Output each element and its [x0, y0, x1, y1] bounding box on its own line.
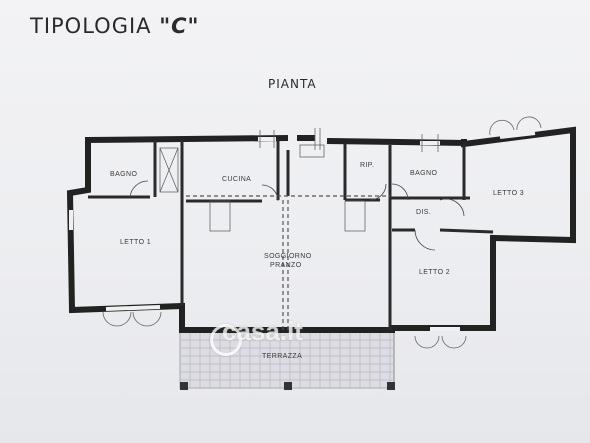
room-terrazza-label: TERRAZZA [262, 353, 302, 360]
room-cucina-label: CUCINA [222, 176, 251, 183]
room-letto3-label: LETTO 3 [493, 190, 524, 197]
room-bagno-right-label: BAGNO [410, 170, 437, 177]
room-dis-label: DIS. [416, 209, 431, 216]
room-pranzo-label: PRANZO [270, 262, 302, 269]
interior-walls [88, 140, 494, 330]
room-bagno-left-label: BAGNO [110, 171, 137, 178]
plan-label: PIANTA [268, 77, 317, 91]
watermark: casa.it [222, 316, 303, 346]
room-letto2-label: LETTO 2 [419, 269, 450, 276]
door-swings [129, 180, 465, 251]
room-letto1-label: LETTO 1 [120, 239, 151, 246]
room-soggiorno-label: SOGGIORNO [264, 253, 312, 260]
room-rip-label: RIP. [360, 162, 374, 169]
terrace-posts [180, 382, 395, 390]
fixtures [159, 144, 366, 232]
beam-lines [186, 195, 390, 330]
windows [69, 131, 536, 331]
exterior-walls [66, 126, 576, 333]
window-ticks [102, 116, 542, 349]
watermark-icon [210, 324, 242, 356]
page-title: TIPOLOGIA "C" [30, 14, 200, 38]
